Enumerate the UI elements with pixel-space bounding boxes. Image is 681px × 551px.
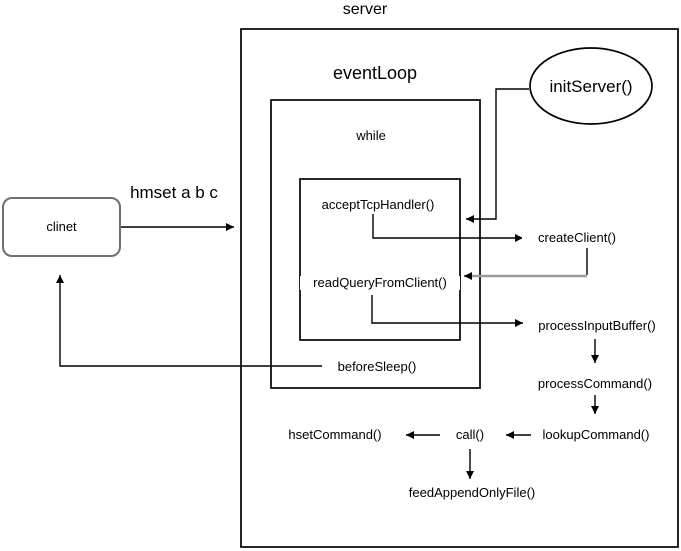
event-loop-box — [270, 99, 481, 389]
while-label: while — [356, 128, 386, 143]
hset-command-label: hsetCommand() — [280, 428, 390, 442]
while-box — [299, 178, 461, 341]
client-message-label: hmset a b c — [130, 183, 218, 202]
arrow-accept-tcp-handler-to-create-client — [372, 214, 523, 242]
accept-tcp-handler-label: acceptTcpHandler() — [308, 198, 448, 212]
process-input-buffer-label: processInputBuffer() — [527, 319, 667, 333]
event-loop-title: eventLoop — [332, 63, 418, 83]
call-label: call() — [440, 428, 500, 442]
arrow-before-sleep-to-client — [56, 275, 328, 367]
feed-append-only-file-label: feedAppendOnlyFile() — [397, 486, 547, 500]
arrow-read-query-to-process-input-buffer — [371, 295, 523, 327]
init-server-label: initServer() — [549, 77, 633, 96]
server-box — [240, 28, 679, 548]
client-label: clinet — [46, 219, 77, 234]
before-sleep-label: beforeSleep() — [322, 360, 432, 374]
create-client-label: createClient() — [522, 231, 632, 245]
client-box — [2, 197, 121, 257]
read-query-from-client-label: readQueryFromClient() — [300, 276, 460, 290]
process-command-label: processCommand() — [530, 377, 660, 391]
init-server-ellipse — [529, 47, 653, 125]
lookup-command-label: lookupCommand() — [531, 428, 661, 442]
arrow-init-server-to-accept-tcp-handler — [466, 88, 529, 223]
server-title: server — [342, 1, 388, 18]
